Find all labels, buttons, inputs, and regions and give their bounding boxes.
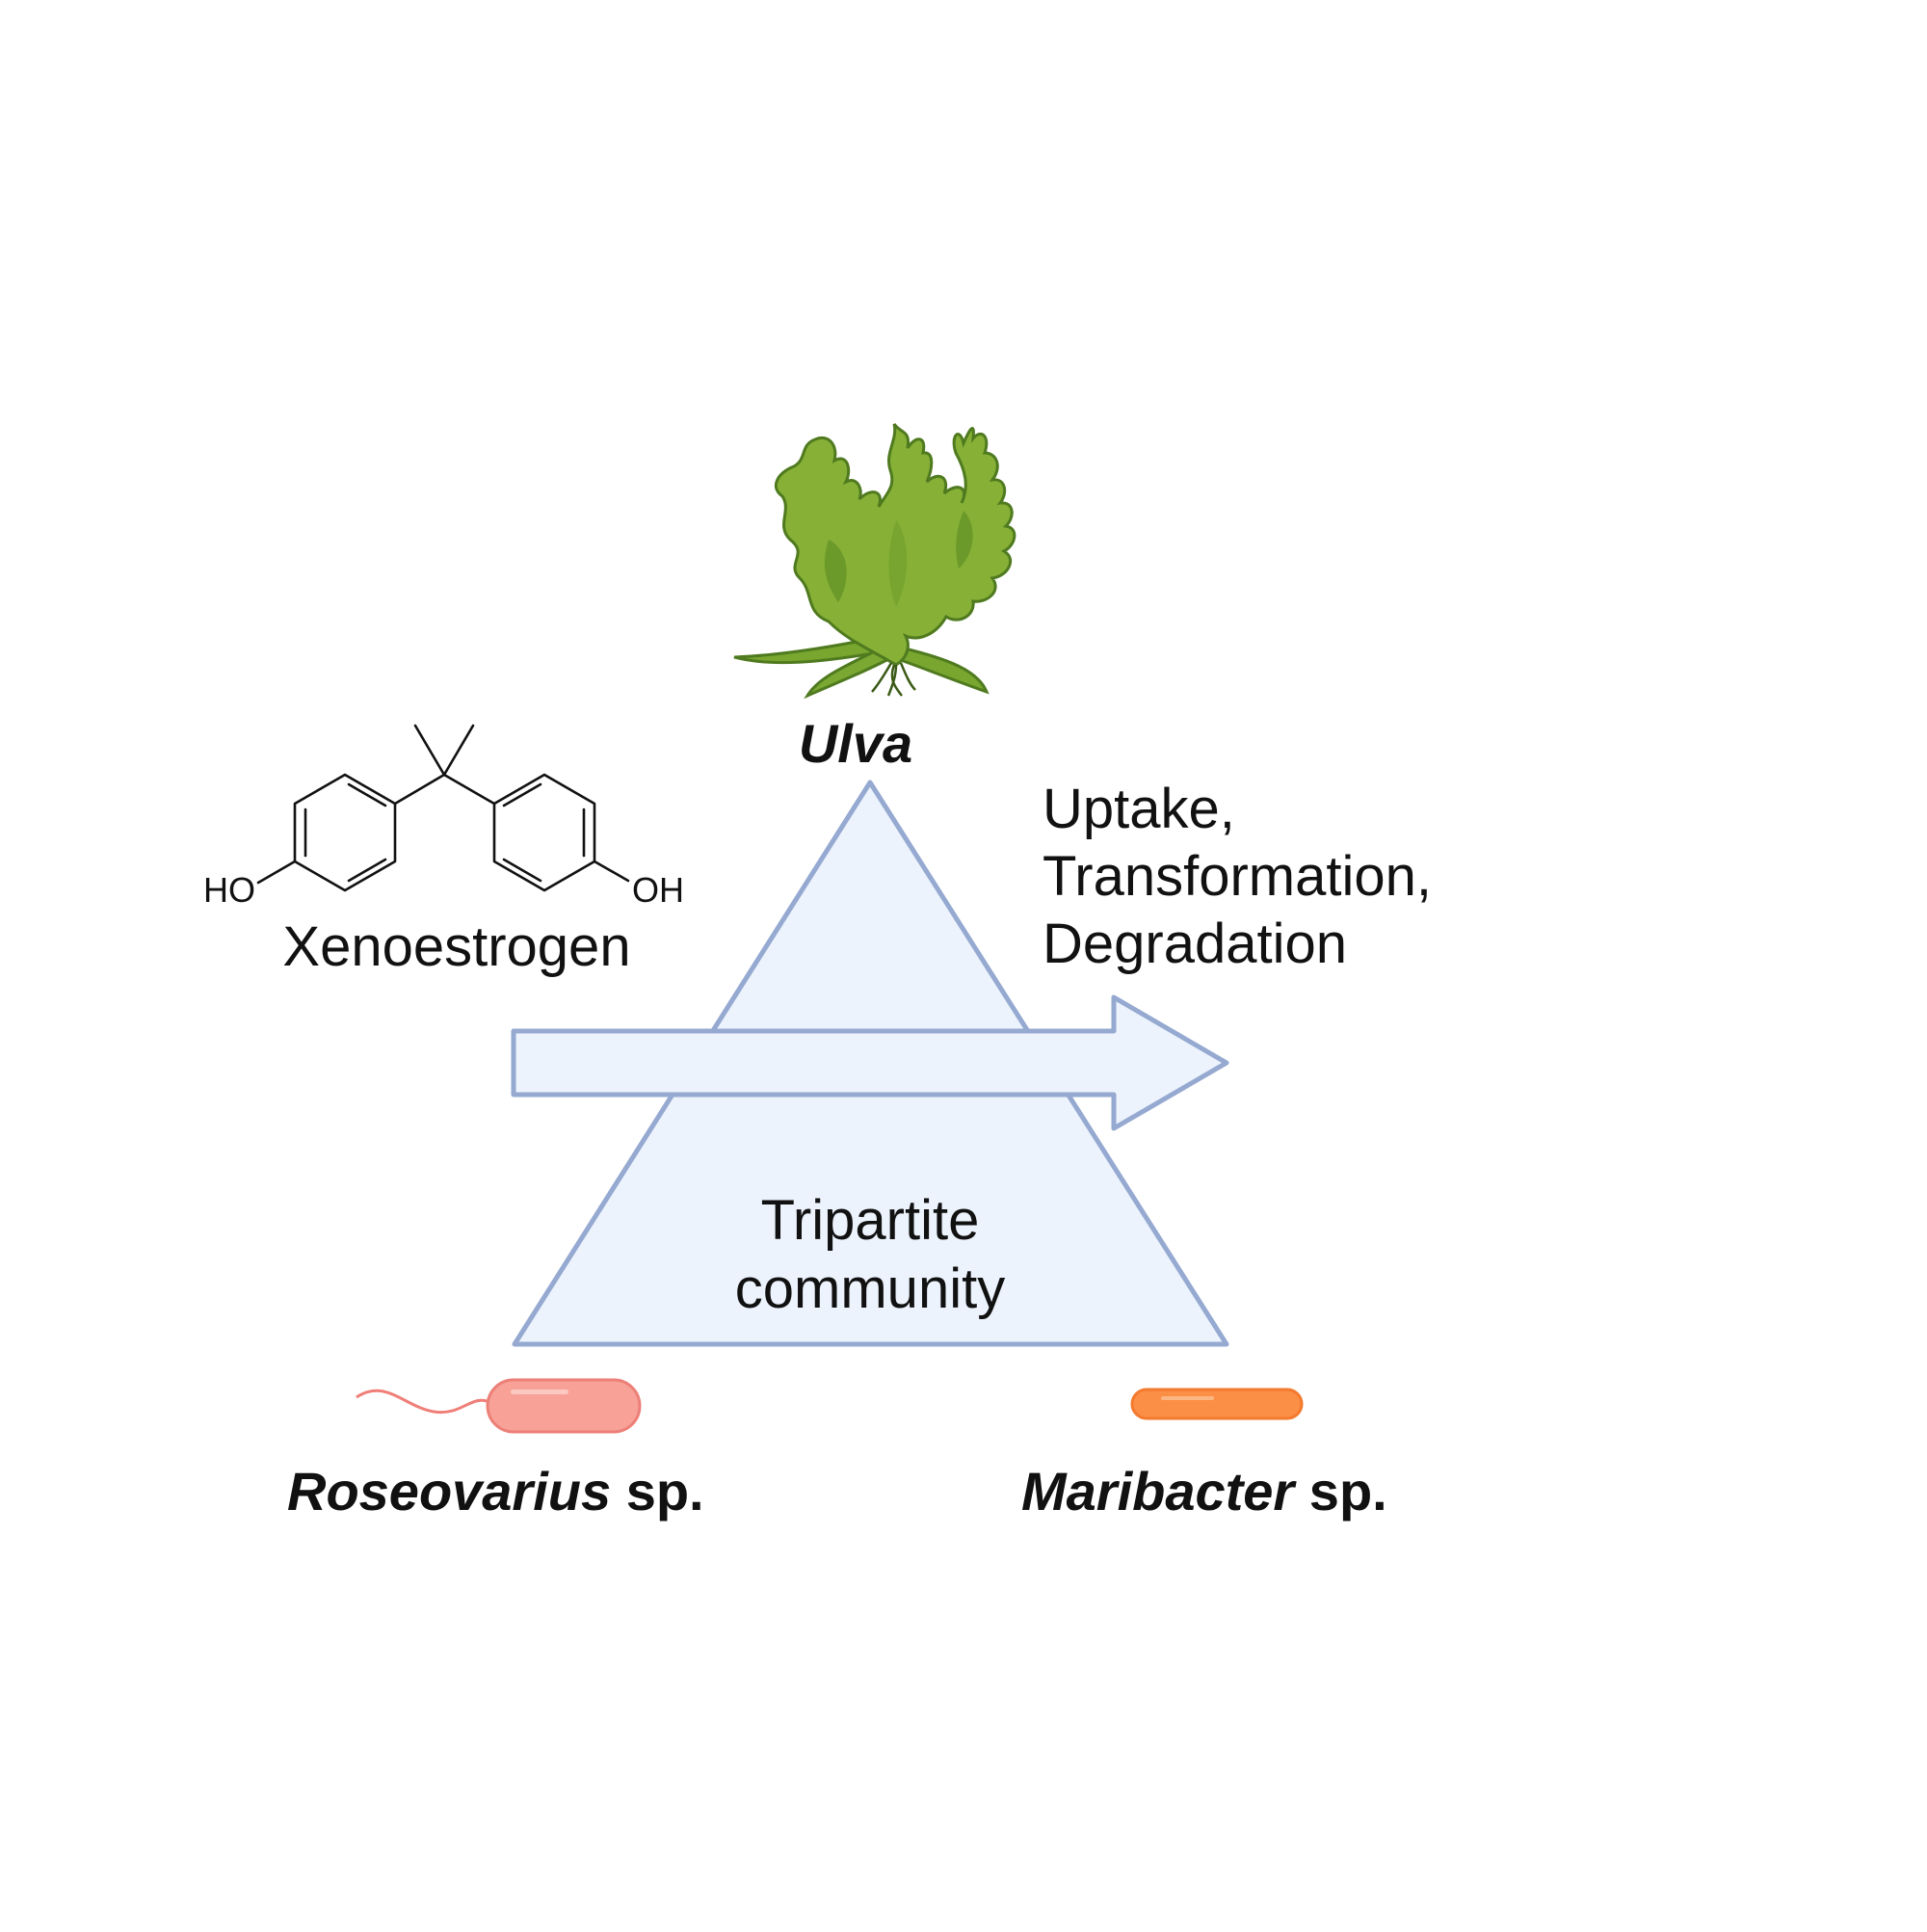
- roseovarius-suffix: sp.: [611, 1461, 703, 1522]
- roseovarius-label: Roseovarius sp.: [287, 1461, 704, 1522]
- flagellated-bacterium-icon: [356, 1378, 642, 1434]
- seaweed-icon: [733, 423, 1016, 700]
- maribacter-label: Maribacter sp.: [1021, 1461, 1387, 1522]
- center-label-line-1: Tripartite: [761, 1189, 980, 1252]
- compound-label: Xenoestrogen: [282, 915, 630, 978]
- process-label-line-1: Uptake,: [1043, 778, 1235, 840]
- hydroxyl-right-label: OH: [632, 870, 684, 910]
- center-label-line-2: community: [735, 1257, 1005, 1320]
- right-arrow-icon: [511, 994, 1229, 1131]
- process-label-line-3: Degradation: [1043, 913, 1347, 975]
- hydroxyl-left-label: HO: [203, 870, 255, 910]
- maribacter-genus: Maribacter: [1021, 1461, 1297, 1522]
- process-label-line-2: Transformation,: [1043, 845, 1432, 908]
- roseovarius-genus: Roseovarius: [287, 1461, 611, 1522]
- ulva-label: Ulva: [799, 713, 912, 774]
- maribacter-suffix: sp.: [1294, 1461, 1386, 1522]
- rod-bacterium-icon: [1130, 1388, 1304, 1420]
- bisphenol-structure-icon: [256, 724, 630, 892]
